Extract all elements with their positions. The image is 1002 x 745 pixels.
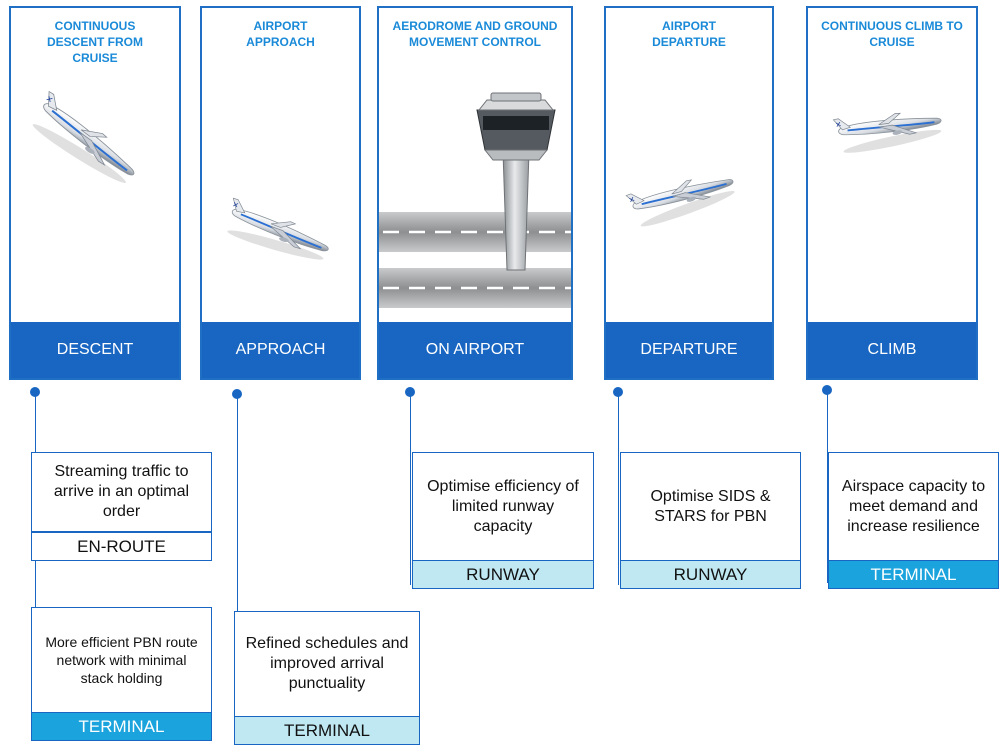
phase-title: AIRPORT APPROACH — [246, 19, 315, 49]
phase-band-on-airport: ON AIRPORT — [379, 322, 571, 378]
control-tower-icon — [476, 92, 556, 271]
tag-terminal: TERMINAL — [31, 712, 212, 741]
phase-approach: AIRPORT APPROACH APPROACH — [200, 6, 361, 380]
phase-title: AERODROME AND GROUND MOVEMENT CONTROL — [392, 19, 558, 49]
note-text: Airspace capacity to meet demand and inc… — [841, 477, 986, 535]
tag-runway: RUNWAY — [620, 560, 801, 589]
phase-title: CONTINUOUS CLIMB TO CRUISE — [821, 19, 963, 49]
note-text: Optimise efficiency of limited runway ca… — [427, 477, 579, 535]
phase-climb: CONTINUOUS CLIMB TO CRUISE CLIMB — [806, 6, 978, 380]
airplane-icon — [210, 187, 351, 271]
note-approach-terminal: Refined schedules and improved arrival p… — [234, 611, 420, 717]
phase-band-descent: DESCENT — [11, 322, 179, 378]
airplane-icon — [16, 74, 163, 203]
phase-band-climb: CLIMB — [808, 322, 976, 378]
timeline-dot — [613, 387, 623, 397]
note-climb-terminal: Airspace capacity to meet demand and inc… — [828, 452, 999, 561]
tag-terminal: TERMINAL — [828, 560, 999, 589]
tag-runway: RUNWAY — [412, 560, 594, 589]
timeline-dot — [405, 387, 415, 397]
phase-on-airport: AERODROME AND GROUND MOVEMENT CONTROL ON… — [377, 6, 573, 380]
note-departure-runway: Optimise SIDS & STARS for PBN — [620, 452, 801, 561]
phase-band-approach: APPROACH — [202, 322, 359, 378]
connector-line — [237, 397, 238, 733]
note-text: More efficient PBN route network with mi… — [45, 634, 198, 686]
connector-line — [618, 395, 619, 585]
runway-icon — [379, 212, 571, 308]
note-text: Streaming traffic to arrive in an optima… — [53, 463, 190, 520]
airplane-icon — [613, 148, 750, 239]
connector-line — [410, 395, 411, 585]
airplane-icon — [818, 87, 959, 164]
phase-descent: CONTINUOUS DESCENT FROM CRUISE DESCENT — [9, 6, 181, 380]
note-text: Optimise SIDS & STARS for PBN — [650, 487, 771, 525]
note-text: Refined schedules and improved arrival p… — [245, 635, 409, 692]
phase-title: CONTINUOUS DESCENT FROM CRUISE — [47, 19, 143, 65]
phase-band-departure: DEPARTURE — [606, 322, 772, 378]
timeline-dot — [30, 387, 40, 397]
note-airport-runway: Optimise efficiency of limited runway ca… — [412, 452, 594, 561]
timeline-dot — [232, 389, 242, 399]
timeline-dot — [822, 385, 832, 395]
connector-line — [827, 393, 828, 583]
note-descent-enroute: Streaming traffic to arrive in an optima… — [31, 452, 212, 532]
phase-title: AIRPORT DEPARTURE — [652, 19, 726, 49]
note-descent-terminal: More efficient PBN route network with mi… — [31, 607, 212, 713]
tag-terminal: TERMINAL — [234, 716, 420, 745]
tag-en-route: EN-ROUTE — [31, 532, 212, 561]
phase-departure: AIRPORT DEPARTURE DEPARTURE — [604, 6, 774, 380]
